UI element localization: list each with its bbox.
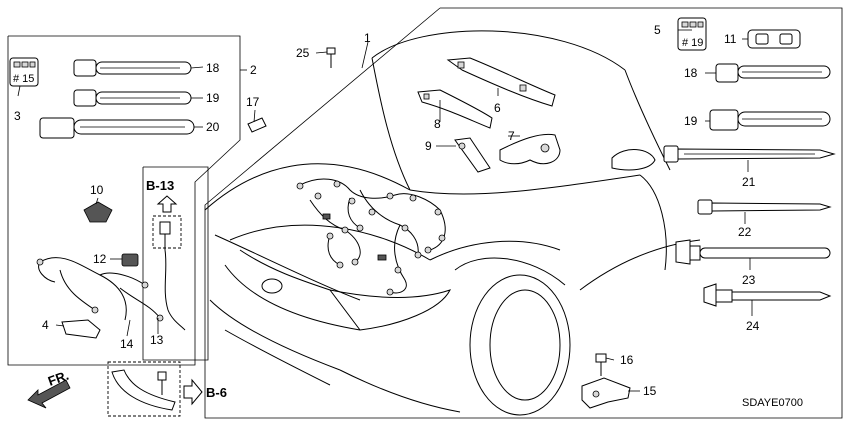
connector-mark: # 15 <box>13 73 34 85</box>
callout-19-right: 19 <box>684 114 698 128</box>
inset-harness <box>159 221 186 331</box>
callout-18-left: 18 <box>206 61 220 75</box>
bracket-8 <box>417 89 493 129</box>
clip-24 <box>703 283 832 307</box>
ref-b13: B-13 <box>146 178 174 193</box>
callout-25: 25 <box>296 46 310 60</box>
clip-12 <box>121 253 139 267</box>
tie-18-left <box>73 59 192 77</box>
leader-lines <box>17 29 753 392</box>
bottom-bracket <box>111 369 176 411</box>
callout-10: 10 <box>90 183 104 197</box>
callout-19-left: 19 <box>206 91 220 105</box>
callout-16: 16 <box>620 353 634 367</box>
bracket-4 <box>61 319 101 339</box>
callout-12: 12 <box>93 252 107 266</box>
callout-9: 9 <box>425 139 432 153</box>
left-group-frame <box>7 35 241 366</box>
diagram-code: SDAYE0700 <box>742 397 803 409</box>
callout-22: 22 <box>738 225 752 239</box>
bolt-16 <box>595 353 607 376</box>
tie-22 <box>697 199 832 215</box>
bracket-9 <box>454 137 491 173</box>
connector-5: # 19 <box>677 17 707 51</box>
callout-21: 21 <box>742 175 756 189</box>
bracket-6 <box>446 57 556 107</box>
tie-21 <box>663 145 836 163</box>
callout-1: 1 <box>364 31 371 45</box>
clip-17 <box>247 117 267 133</box>
callout-14: 14 <box>120 337 134 351</box>
tie-19-left <box>73 89 192 107</box>
callout-23: 23 <box>742 273 756 287</box>
center-frame <box>204 7 843 419</box>
callout-8: 8 <box>434 117 441 131</box>
ref-b6: B-6 <box>206 385 227 400</box>
callout-20-left: 20 <box>206 120 220 134</box>
engine-wire-harness <box>296 178 446 296</box>
callout-7: 7 <box>508 129 515 143</box>
connector-3: # 15 <box>9 57 39 87</box>
clip-23 <box>675 239 831 265</box>
tie-18-right <box>715 63 831 83</box>
bracket-15 <box>581 377 631 409</box>
bolt-25 <box>326 47 336 68</box>
callout-15: 15 <box>643 384 657 398</box>
callout-5: 5 <box>654 23 661 37</box>
connector-mark-5: # 19 <box>682 37 703 49</box>
front-arrow-icon <box>27 379 71 409</box>
callout-6: 6 <box>494 101 501 115</box>
inset-frame <box>142 166 209 361</box>
front-label: FR. <box>46 368 71 389</box>
clip-10 <box>83 201 113 223</box>
callout-numbers: 1 2 3 4 5 6 7 8 9 10 11 12 13 14 15 16 1… <box>14 23 760 398</box>
sub-harness-left <box>36 257 164 322</box>
callout-3: 3 <box>14 109 21 123</box>
callout-24: 24 <box>746 319 760 333</box>
callout-18-right: 18 <box>684 66 698 80</box>
callout-13: 13 <box>150 333 164 347</box>
bracket-7 <box>499 133 561 165</box>
callout-2: 2 <box>250 63 257 77</box>
tie-20-left <box>39 117 195 139</box>
dashed-box-bottom <box>107 361 181 417</box>
tie-19-right <box>709 109 831 131</box>
callout-4: 4 <box>42 318 49 332</box>
holder-11 <box>747 29 801 49</box>
callout-11: 11 <box>724 32 737 46</box>
arrow-b13 <box>156 195 178 213</box>
arrow-b6 <box>183 378 203 406</box>
callout-17: 17 <box>246 95 260 109</box>
car-body-illustration <box>204 30 701 416</box>
